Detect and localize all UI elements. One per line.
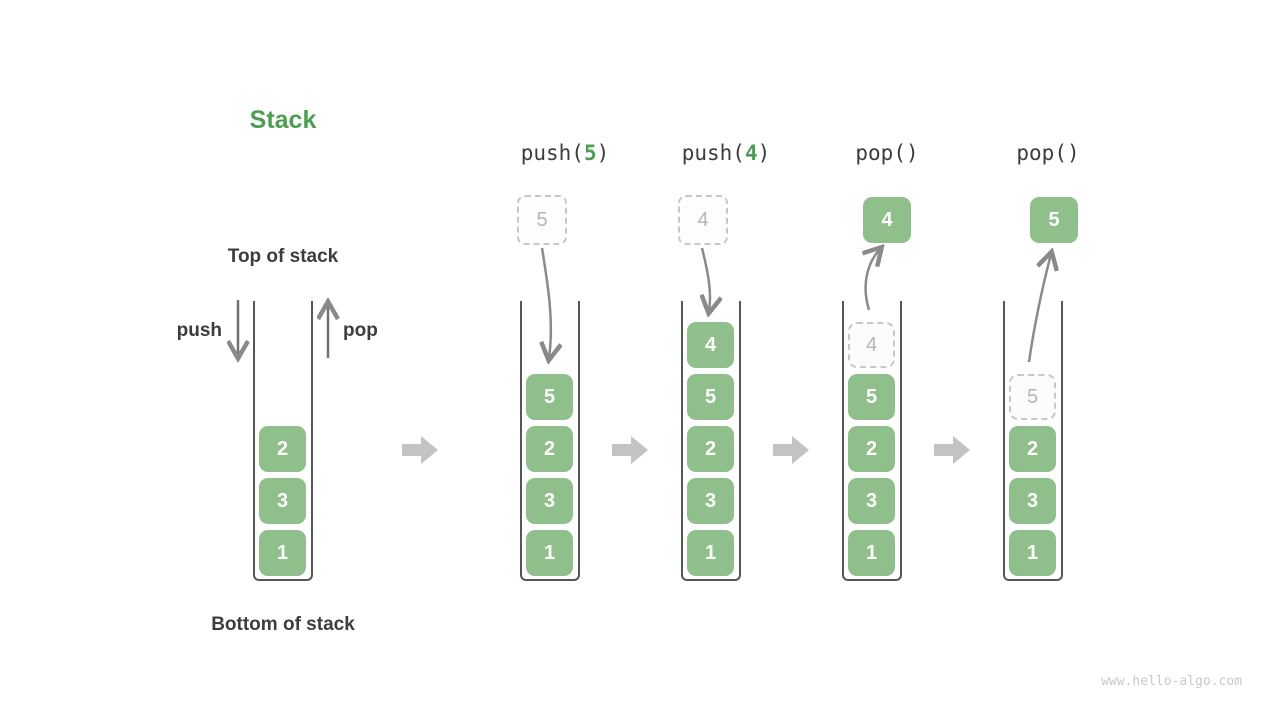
stack-cell: 3 [259, 478, 306, 524]
operation-label-push-5: push(5) [520, 141, 610, 165]
stack-cell: 1 [687, 530, 734, 576]
stack-state-after-pop-5: pop() 5 5 2 3 1 [1003, 0, 1080, 720]
operation-label-pop: pop() [1016, 141, 1080, 165]
stack-cell: 5 [526, 374, 573, 420]
stack-cell: 1 [526, 530, 573, 576]
stack-cell: 3 [687, 478, 734, 524]
pop-arrow-label: pop [343, 320, 378, 341]
stack-cell: 2 [259, 426, 306, 472]
stack-state-after-pop-4: pop() 4 4 5 2 3 1 [842, 0, 919, 720]
operation-label-push-4: push(4) [681, 141, 771, 165]
stack-cell: 2 [1009, 426, 1056, 472]
watermark: www.hello-algo.com [1101, 674, 1242, 689]
stack-cell: 1 [259, 530, 306, 576]
stack-cell: 2 [687, 426, 734, 472]
incoming-value-box: 5 [517, 195, 567, 245]
stack-state-after-push-5: push(5) 5 5 2 3 1 [517, 0, 609, 720]
stack-container [842, 301, 902, 581]
stack-cell-ghost: 5 [1009, 374, 1056, 420]
stack-cell: 5 [687, 374, 734, 420]
stack-cell: 5 [848, 374, 895, 420]
stack-cell: 3 [1009, 478, 1056, 524]
stack-state-initial: 2 3 1 [253, 0, 313, 720]
stack-cell: 2 [526, 426, 573, 472]
stack-cell: 2 [848, 426, 895, 472]
stack-container [1003, 301, 1063, 581]
popped-value-box: 4 [863, 197, 911, 243]
stack-container [520, 301, 580, 581]
step-arrow-icon [934, 436, 970, 464]
stack-container [253, 301, 313, 581]
stack-cell: 1 [1009, 530, 1056, 576]
stack-container [681, 301, 741, 581]
step-arrow-icon [773, 436, 809, 464]
popped-value-box: 5 [1030, 197, 1078, 243]
bottom-of-stack-label: Bottom of stack [211, 614, 355, 635]
top-of-stack-label: Top of stack [227, 246, 339, 267]
stack-cell: 4 [687, 322, 734, 368]
stack-state-after-push-4: push(4) 4 4 5 2 3 1 [678, 0, 770, 720]
stack-cell: 3 [526, 478, 573, 524]
operation-label-pop: pop() [855, 141, 919, 165]
incoming-value-box: 4 [678, 195, 728, 245]
step-arrow-icon [402, 436, 438, 464]
stack-cell: 1 [848, 530, 895, 576]
diagram-title: Stack [249, 106, 317, 134]
stack-cell: 3 [848, 478, 895, 524]
stack-cell-ghost: 4 [848, 322, 895, 368]
push-arrow-label: push [176, 320, 222, 341]
step-arrow-icon [612, 436, 648, 464]
